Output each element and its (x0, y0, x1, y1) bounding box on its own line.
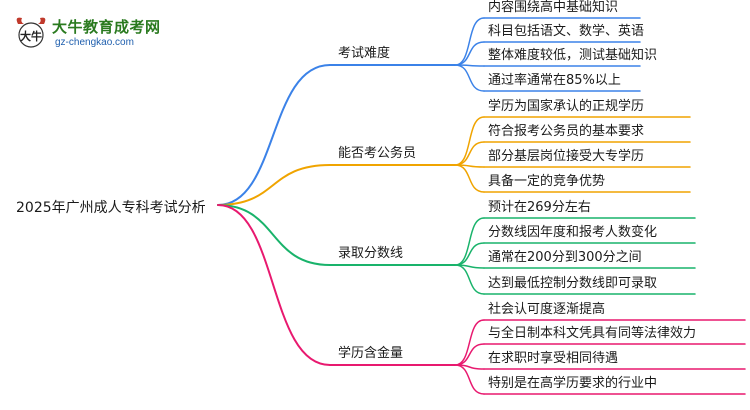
leaf-connector (454, 41, 485, 66)
leaf-connector (454, 217, 485, 266)
root-connector (217, 64, 331, 206)
leaf-connector (454, 364, 485, 395)
leaf-text: 在求职时享受相同待遇 (488, 351, 619, 366)
leaf-text: 内容围绕高中基础知识 (488, 0, 619, 15)
brand-title: 大牛教育成考网 (52, 18, 161, 36)
branch-label-civil-service: 能否考公务员 (338, 146, 417, 161)
leaf-connector (454, 141, 485, 166)
root-connector (217, 204, 331, 266)
leaf-text: 达到最低控制分数线即可录取 (488, 276, 658, 291)
root-connector (217, 204, 331, 366)
leaf-connector (454, 319, 485, 366)
leaf-connector (454, 64, 485, 92)
leaf-connector (454, 17, 485, 66)
leaf-connector (454, 116, 485, 166)
leaf-connector (454, 343, 485, 366)
bull-logo-icon: 大牛 (16, 17, 46, 48)
leaf-connector (454, 264, 485, 295)
brand-logo[interactable]: 大牛 大牛教育成考网 gz-chengkao.com (12, 14, 182, 54)
leaf-text: 预计在269分左右 (488, 200, 591, 215)
leaf-text: 科目包括语文、数学、英语 (488, 24, 645, 39)
brand-url: gz-chengkao.com (55, 37, 134, 48)
leaf-text: 社会认可度逐渐提高 (488, 302, 606, 317)
leaf-text: 通常在200分到300分之间 (488, 250, 642, 265)
leaf-connector (454, 242, 485, 266)
leaf-text: 特别是在高学历要求的行业中 (488, 376, 658, 391)
branch-label-difficulty: 考试难度 (338, 46, 391, 61)
leaf-text: 具备一定的竞争优势 (488, 174, 606, 189)
leaf-connector (454, 164, 485, 193)
root-connector (217, 164, 331, 206)
leaf-text: 部分基层岗位接受大专学历 (488, 149, 645, 164)
root-topic: 2025年广州成人专科考试分析 (16, 200, 206, 216)
leaf-text: 分数线因年度和报考人数变化 (488, 225, 658, 240)
leaf-text: 学历为国家承认的正规学历 (488, 99, 645, 114)
leaf-text: 符合报考公务员的基本要求 (488, 124, 645, 139)
leaf-text: 整体难度较低，测试基础知识 (488, 48, 658, 63)
branch-label-cutoff-score: 录取分数线 (338, 246, 404, 261)
logo-mark-text: 大牛 (20, 29, 42, 43)
leaf-text: 与全日制本科文凭具有同等法律效力 (488, 326, 697, 341)
leaf-text: 通过率通常在85%以上 (488, 73, 621, 88)
branch-label-diploma-value: 学历含金量 (338, 346, 404, 361)
